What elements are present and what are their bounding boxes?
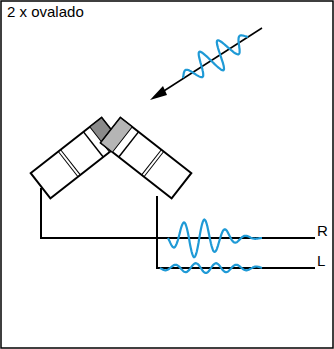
microphone-right bbox=[101, 118, 192, 199]
diagram-title: 2 x ovalado bbox=[7, 4, 84, 21]
wire-l bbox=[157, 196, 315, 268]
sound-direction bbox=[156, 28, 262, 96]
incoming-wave bbox=[183, 35, 248, 78]
arrow-head bbox=[150, 86, 167, 100]
wire-r bbox=[41, 188, 315, 238]
channel-label: R bbox=[317, 223, 328, 240]
microphone-left bbox=[31, 118, 122, 199]
channel-label: L bbox=[317, 253, 325, 270]
signal-wave-r bbox=[168, 220, 262, 258]
signal-wave-l bbox=[160, 263, 262, 273]
